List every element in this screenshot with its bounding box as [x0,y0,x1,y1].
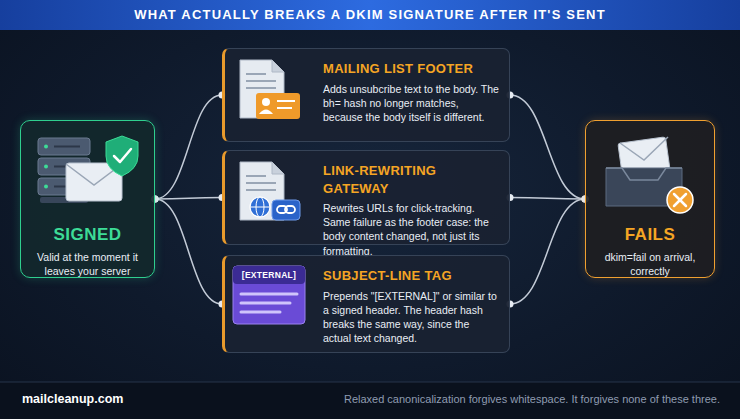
envelope-icon [66,163,122,201]
server-icon [40,197,88,203]
document-icon [250,207,270,208]
result-box: FAILS dkim=fail on arrival, correctly [585,120,715,278]
fail-badge [674,194,686,206]
document-icon [240,162,300,220]
box-heading: SIGNED [28,224,147,247]
connector-line [510,95,585,199]
connector-line [510,199,585,304]
footer-band [0,382,740,419]
box-heading: SUBJECT-LINE TAG [323,267,499,285]
server-icon [38,158,90,175]
box-body: Valid at the moment it leaves your serve… [28,250,147,278]
document-icon [246,175,266,177]
fail-badge [667,187,693,213]
server-icon [54,146,80,148]
start-box: SIGNED Valid at the moment it leaves your… [20,120,155,278]
envelope-icon [66,163,122,201]
document-icon [277,107,292,109]
connector-line [155,199,222,304]
caption-text: Relaxed canonicalization forgives whites… [344,393,720,405]
inbox-icon [606,168,682,206]
document-icon [285,206,295,213]
document-icon [277,206,287,213]
document-icon [240,60,284,118]
server-icon [44,185,48,189]
cause-box: MAILING LIST FOOTER Adds unsubcribe text … [222,48,510,142]
document-icon [250,197,270,217]
box-body: dkim=fail on arrival, correctly [593,250,707,278]
document-icon [256,197,264,217]
title-text: WHAT ACTUALLY BREAKS A DKIM SIGNATURE AF… [0,0,740,30]
site-watermark: mailcleanup.com [22,392,222,408]
document-icon [256,93,300,119]
document-icon [246,189,276,191]
fail-badge [674,194,686,206]
tag-card-icon [241,293,297,296]
server-icon [44,165,48,169]
box-heading: LINK-REWRITING GATEWAY [323,162,499,197]
cause-box: SUBJECT-LINE TAG Prepends "[EXTERNAL]" or… [222,255,510,353]
tag-card-icon [241,302,290,305]
cause-box: LINK-REWRITING GATEWAYRewrites URLs for … [222,150,510,245]
tag-card-icon [233,266,305,324]
inbox-icon [620,137,668,160]
envelope-icon [66,164,122,185]
box-body: Prepends "[EXTERNAL]" or similar to a si… [323,289,499,346]
server-icon [38,178,90,195]
tag-card-icon [233,266,305,284]
server-icon [38,138,90,203]
box-heading: FAILS [593,224,707,247]
document-icon [272,200,300,220]
document-icon [246,182,276,184]
shield-icon [106,136,138,176]
title-band [0,0,740,30]
inbox-icon [618,137,670,177]
shield-icon [114,149,131,162]
fail-badge [667,187,693,213]
box-heading: MAILING LIST FOOTER [323,60,499,78]
document-icon [246,73,266,75]
server-icon [54,186,80,188]
connector-line [155,198,222,200]
box-body: Adds unsubcribe text to the body. The bh… [323,82,499,125]
inbox-icon [606,137,682,206]
inbox-icon [606,168,682,180]
document-icon [246,80,276,82]
server-icon [44,145,48,149]
tag-card-icon [233,266,305,324]
document-icon [246,87,276,89]
server-icon [38,138,90,155]
document-icon [262,98,270,106]
footer-rule [0,382,740,383]
document-icon [259,110,273,115]
document-icon [277,100,295,102]
shield-icon [106,136,138,176]
server-icon [54,166,80,168]
tag-text: [EXTERNAL] [233,266,305,284]
tag-card-icon [241,311,280,314]
document-icon [240,162,284,220]
connector-line [510,198,585,200]
document-icon [272,162,284,174]
box-body: Rewrites URLs for click-tracking. Same f… [323,201,499,258]
document-icon [272,60,284,72]
document-icon [240,60,300,119]
connector-line [155,95,222,199]
